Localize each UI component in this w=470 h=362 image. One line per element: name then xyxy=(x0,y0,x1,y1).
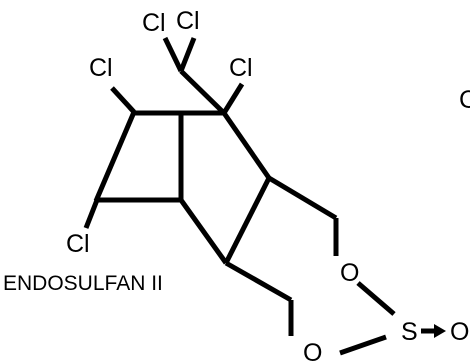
atom-cl-top-right: Cl xyxy=(176,7,200,35)
atom-cl-right: Cl xyxy=(229,54,253,82)
partial-letter: C xyxy=(459,86,470,114)
compound-name-label: ENDOSULFAN II xyxy=(3,272,163,295)
atom-cl-left: Cl xyxy=(89,54,113,82)
bond-c3-c6 xyxy=(223,176,272,265)
bond-o-upper-s xyxy=(356,281,396,316)
bond-ccl2-to-cl-right-branch xyxy=(178,37,197,72)
atom-o-lower: O xyxy=(303,339,322,362)
bonds xyxy=(83,36,446,356)
bond-cl-bottom xyxy=(83,199,100,229)
atom-labels: Cl Cl Cl Cl Cl O O S O C xyxy=(66,7,470,362)
bond-c2-c3 xyxy=(221,111,272,180)
bond-c6-ch2-lower xyxy=(224,260,293,303)
bond-ccl2-to-right-bridgehead xyxy=(179,69,226,115)
bond-cl-top-right xyxy=(221,82,245,115)
atom-sulfur: S xyxy=(401,318,418,346)
atom-cl-bottom: Cl xyxy=(66,230,90,258)
bond-cl-top-left xyxy=(110,86,136,114)
bond-c4-c6 xyxy=(178,198,229,265)
atom-o-upper: O xyxy=(340,259,359,287)
bond-c1-c5 xyxy=(93,111,137,202)
bond-o-lower-s xyxy=(339,334,387,356)
arrowhead xyxy=(434,324,446,338)
bond-c3-ch2-upper xyxy=(267,175,338,221)
atom-o-double: O xyxy=(450,318,469,346)
atom-cl-top-left: Cl xyxy=(142,9,166,37)
bond-ccl2-to-cl-left-branch xyxy=(162,36,184,73)
